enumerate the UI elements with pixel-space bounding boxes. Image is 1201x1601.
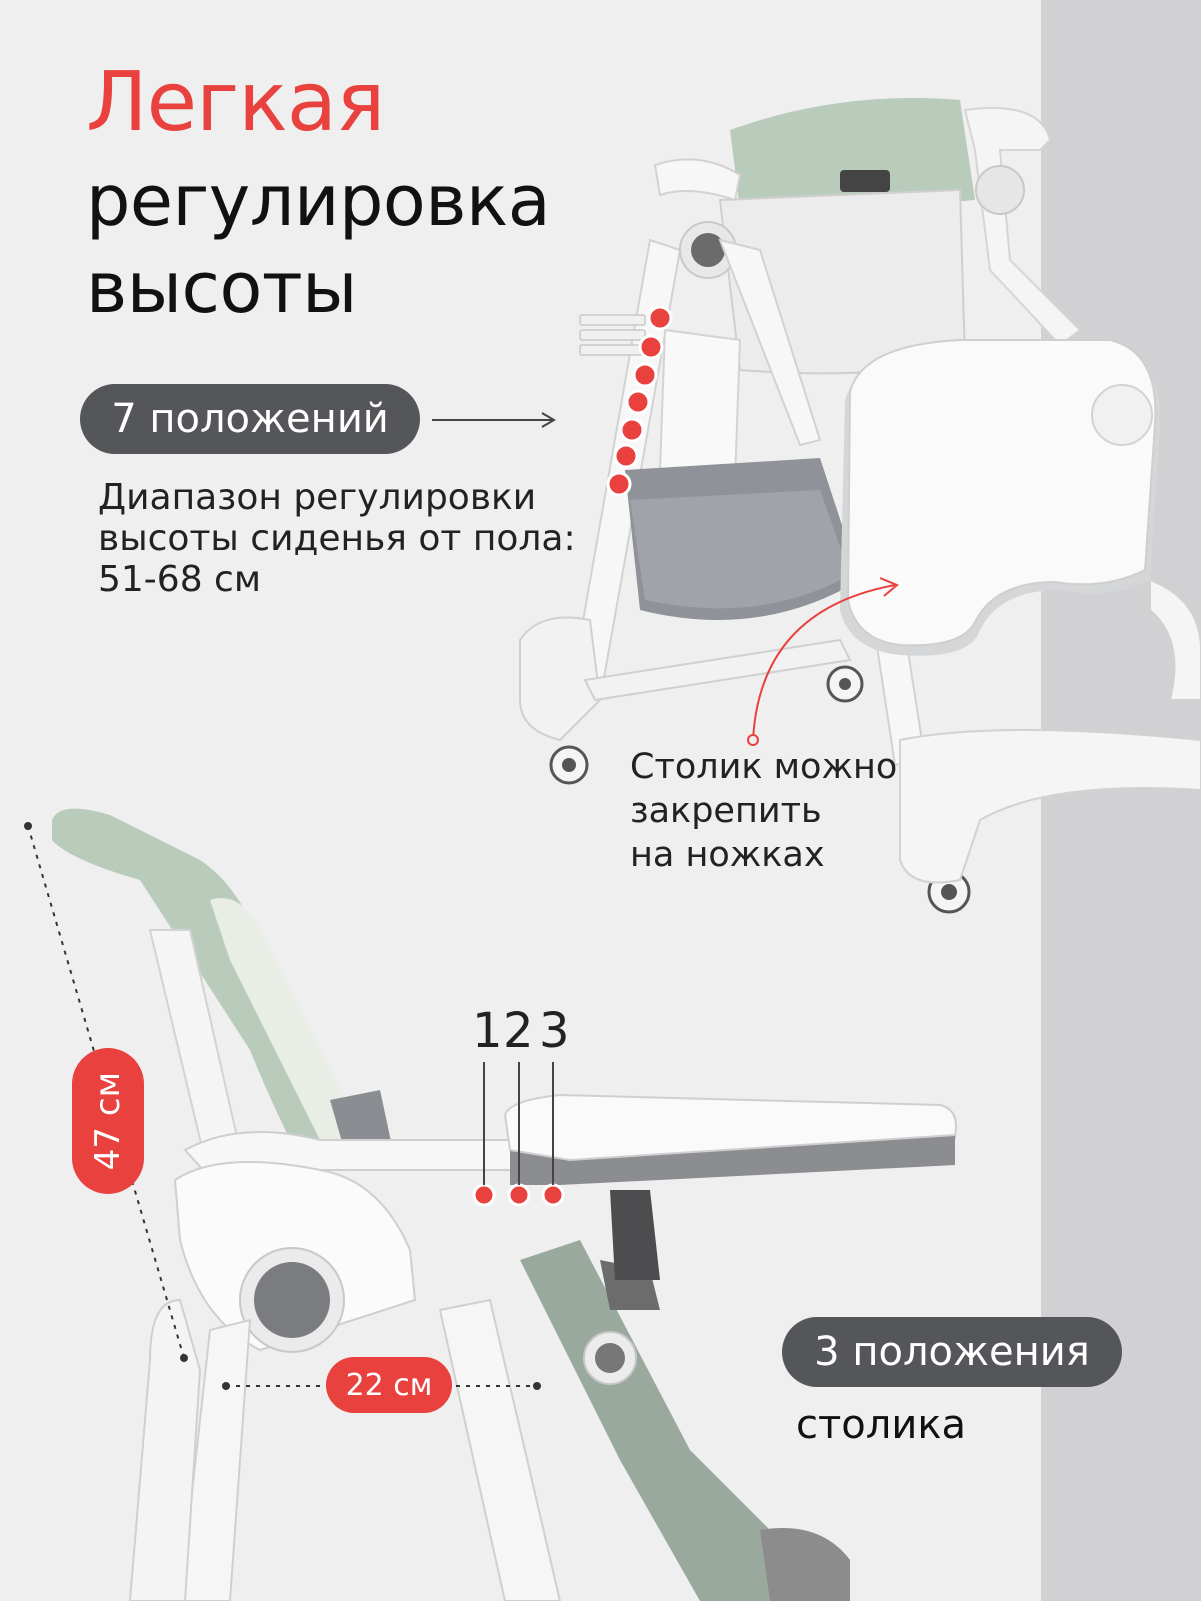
tray-position-number-2: 2: [503, 1003, 534, 1059]
range-line-1: Диапазон регулировки: [98, 477, 537, 518]
tray-note-line-3: на ножках: [630, 835, 825, 875]
positions-badge: 7 положений: [80, 384, 420, 454]
height-range-description: Диапазон регулировки высоты сиденья от п…: [98, 477, 576, 600]
title-accent: Легкая: [86, 55, 385, 150]
tray-positions-caption: столика: [796, 1402, 966, 1448]
tray-position-number-3: 3: [539, 1003, 570, 1059]
title-line-3: высоты: [86, 247, 357, 329]
tray-note-line-2: закрепить: [630, 791, 822, 831]
tray-positions-badge: 3 положения: [782, 1317, 1122, 1387]
tray-note-line-1: Столик можно: [630, 747, 898, 787]
tray-legs-note: Столик можно закрепить на ножках: [630, 745, 897, 877]
range-line-2: высоты сиденья от пола:: [98, 518, 576, 559]
title-line-2: регулировка: [86, 160, 551, 242]
range-line-3: 51-68 см: [98, 559, 262, 600]
height-dimension-badge: 47 см: [72, 1048, 144, 1194]
height-dimension-label: 47 см: [88, 1071, 129, 1171]
depth-dimension-badge: 22 см: [326, 1357, 452, 1413]
bottom-chair-image: [24, 808, 957, 1601]
tray-position-number-1: 1: [472, 1003, 503, 1059]
top-chair-image: [519, 98, 1201, 914]
arrow-right-icon: [432, 412, 556, 428]
